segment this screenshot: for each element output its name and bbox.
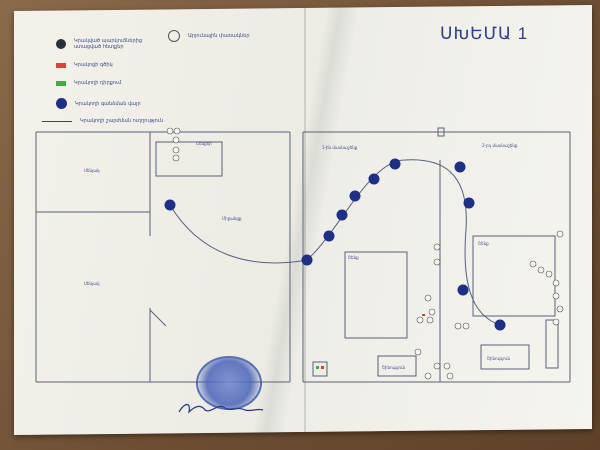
legend-text: Կրակոցի գծիկ — [74, 62, 113, 68]
room-label: Շենք — [348, 255, 359, 260]
shooter-location-marker — [336, 209, 348, 221]
evidence-marker — [529, 260, 537, 268]
plan-box — [437, 127, 445, 137]
plan-box — [480, 344, 530, 370]
signature-icon — [178, 403, 264, 414]
evidence-marker — [545, 270, 553, 278]
legend-text: Կրակողի դիրքում — [74, 80, 122, 86]
blue-dot-icon — [56, 98, 67, 109]
red-bar-icon — [56, 62, 66, 68]
shooter-location-marker — [164, 199, 176, 211]
shooter-location-marker — [454, 161, 466, 173]
evidence-marker — [416, 316, 424, 324]
evidence-marker — [537, 266, 545, 274]
line-sample-icon — [42, 120, 72, 122]
shooter-location-marker — [457, 284, 469, 296]
evidence-marker — [172, 146, 180, 154]
evidence-marker — [552, 279, 560, 287]
evidence-marker — [433, 362, 441, 370]
evidence-marker — [556, 230, 564, 238]
shooter-location-marker — [323, 230, 335, 242]
plan-box — [312, 361, 328, 377]
evidence-marker — [556, 305, 564, 313]
scheme-title: ՍԽԵՄԱ 1 — [440, 24, 529, 43]
legend-text: Կրակված պարկուճներից ստացված հետքեր — [74, 38, 143, 50]
evidence-marker — [172, 136, 180, 144]
shot-line-mark — [422, 314, 425, 316]
evidence-marker — [424, 294, 432, 302]
evidence-marker — [173, 127, 181, 135]
evidence-marker — [433, 258, 441, 266]
room-label: Շինություն — [382, 365, 406, 370]
evidence-marker — [443, 362, 451, 370]
room-label: Սենյակ — [84, 281, 100, 286]
shooter-location-marker — [301, 254, 313, 266]
evidence-marker — [446, 372, 454, 380]
evidence-marker — [454, 322, 462, 330]
evidence-marker — [424, 372, 432, 380]
room-label: 2-րդ մասնաշենք — [482, 143, 518, 148]
evidence-marker — [428, 308, 436, 316]
evidence-marker — [462, 322, 470, 330]
evidence-marker — [172, 154, 180, 162]
legend-item-spent-cartridges: Կրակված պարկուճներից ստացված հետքեր — [56, 38, 144, 50]
evidence-marker — [552, 318, 560, 326]
shooter-location-marker — [389, 158, 401, 170]
evidence-marker — [166, 127, 174, 135]
plan-box — [377, 355, 417, 377]
legend-text: Արյունային փառակներ — [188, 33, 250, 39]
evidence-marker — [552, 292, 560, 300]
shooter-location-marker — [494, 319, 506, 331]
room-label: Շենք — [478, 241, 489, 246]
plan-building-a — [344, 251, 408, 339]
movement-path — [169, 159, 501, 326]
green-bar-icon — [56, 80, 66, 86]
shooter-position-mark — [316, 366, 319, 369]
dot-open-icon — [168, 30, 180, 42]
room-label: Սենյակ — [84, 168, 100, 173]
official-stamp-icon — [196, 356, 262, 410]
evidence-marker — [426, 316, 434, 324]
room-label: Միջանցք — [222, 216, 242, 221]
dot-dark-icon — [56, 39, 66, 49]
plan-room-box — [155, 141, 223, 177]
room-label: Շինություն — [487, 356, 511, 361]
shooter-location-marker — [368, 173, 380, 185]
legend-text: Կրակողի շարժման ուղղություն — [80, 118, 164, 124]
legend-item-shooter-location: Կրակողի գանձման վայր — [56, 98, 141, 109]
plan-building-b — [472, 235, 556, 317]
room-label: 1-ին մասնաշենք — [322, 145, 358, 150]
room-label: Շենքեր — [196, 141, 212, 146]
plan-box — [545, 319, 559, 369]
shooter-location-marker — [349, 190, 361, 202]
shooter-location-marker — [463, 197, 475, 209]
evidence-marker — [414, 348, 422, 356]
legend-item-shot-line: Կրակոցի գծիկ — [56, 62, 113, 68]
plan-wall — [149, 309, 167, 327]
legend-item-movement-direction: Կրակողի շարժման ուղղություն — [42, 118, 163, 124]
evidence-marker — [433, 243, 441, 251]
legend-item-blood-stains: Արյունային փառակներ — [168, 30, 258, 42]
shot-line-mark — [321, 366, 324, 369]
legend-item-shooter-position: Կրակողի դիրքում — [56, 80, 121, 86]
legend-text: Կրակողի գանձման վայր — [75, 100, 141, 107]
